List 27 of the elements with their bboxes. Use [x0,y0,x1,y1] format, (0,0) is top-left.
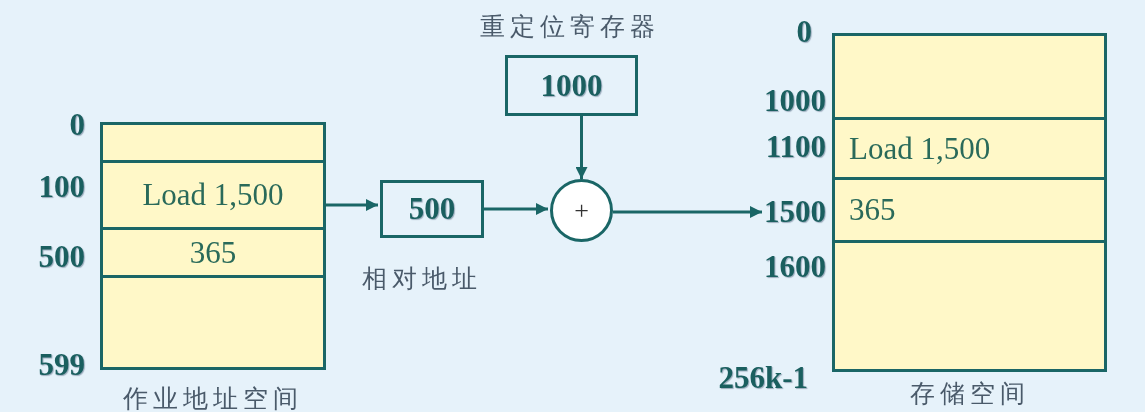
box-caption: 相对地址 [362,264,482,294]
value-box [380,180,484,238]
address-label: 1600 [764,251,826,283]
address-label: 1000 [764,85,826,117]
block-caption: 作业地址空间 [122,384,304,412]
address-label: 100 [38,171,85,203]
arrow [484,203,548,215]
address-label: 500 [38,241,85,273]
address-label: 0 [69,109,85,141]
row-text: 365 [849,194,896,226]
address-label: 256k-1 [718,362,808,394]
address-label: 0 [796,16,812,48]
register-caption: 重定位寄存器 [479,12,661,42]
register-value: 1000 [540,69,603,102]
row-text: Load 1,500 [142,179,284,211]
address-label: 1100 [765,131,826,163]
row-text: 365 [189,236,237,269]
row-text: Load 1,500 [849,132,991,165]
address-label: 1500 [764,196,826,228]
box-value: 500 [408,193,456,225]
address-label: 599 [38,349,85,381]
memory-row [835,117,1104,180]
arrow [575,116,588,179]
adder-sign: + [574,197,589,224]
memory-row [103,160,323,230]
arrow [613,206,762,218]
block-caption: 存储空间 [908,379,1031,409]
